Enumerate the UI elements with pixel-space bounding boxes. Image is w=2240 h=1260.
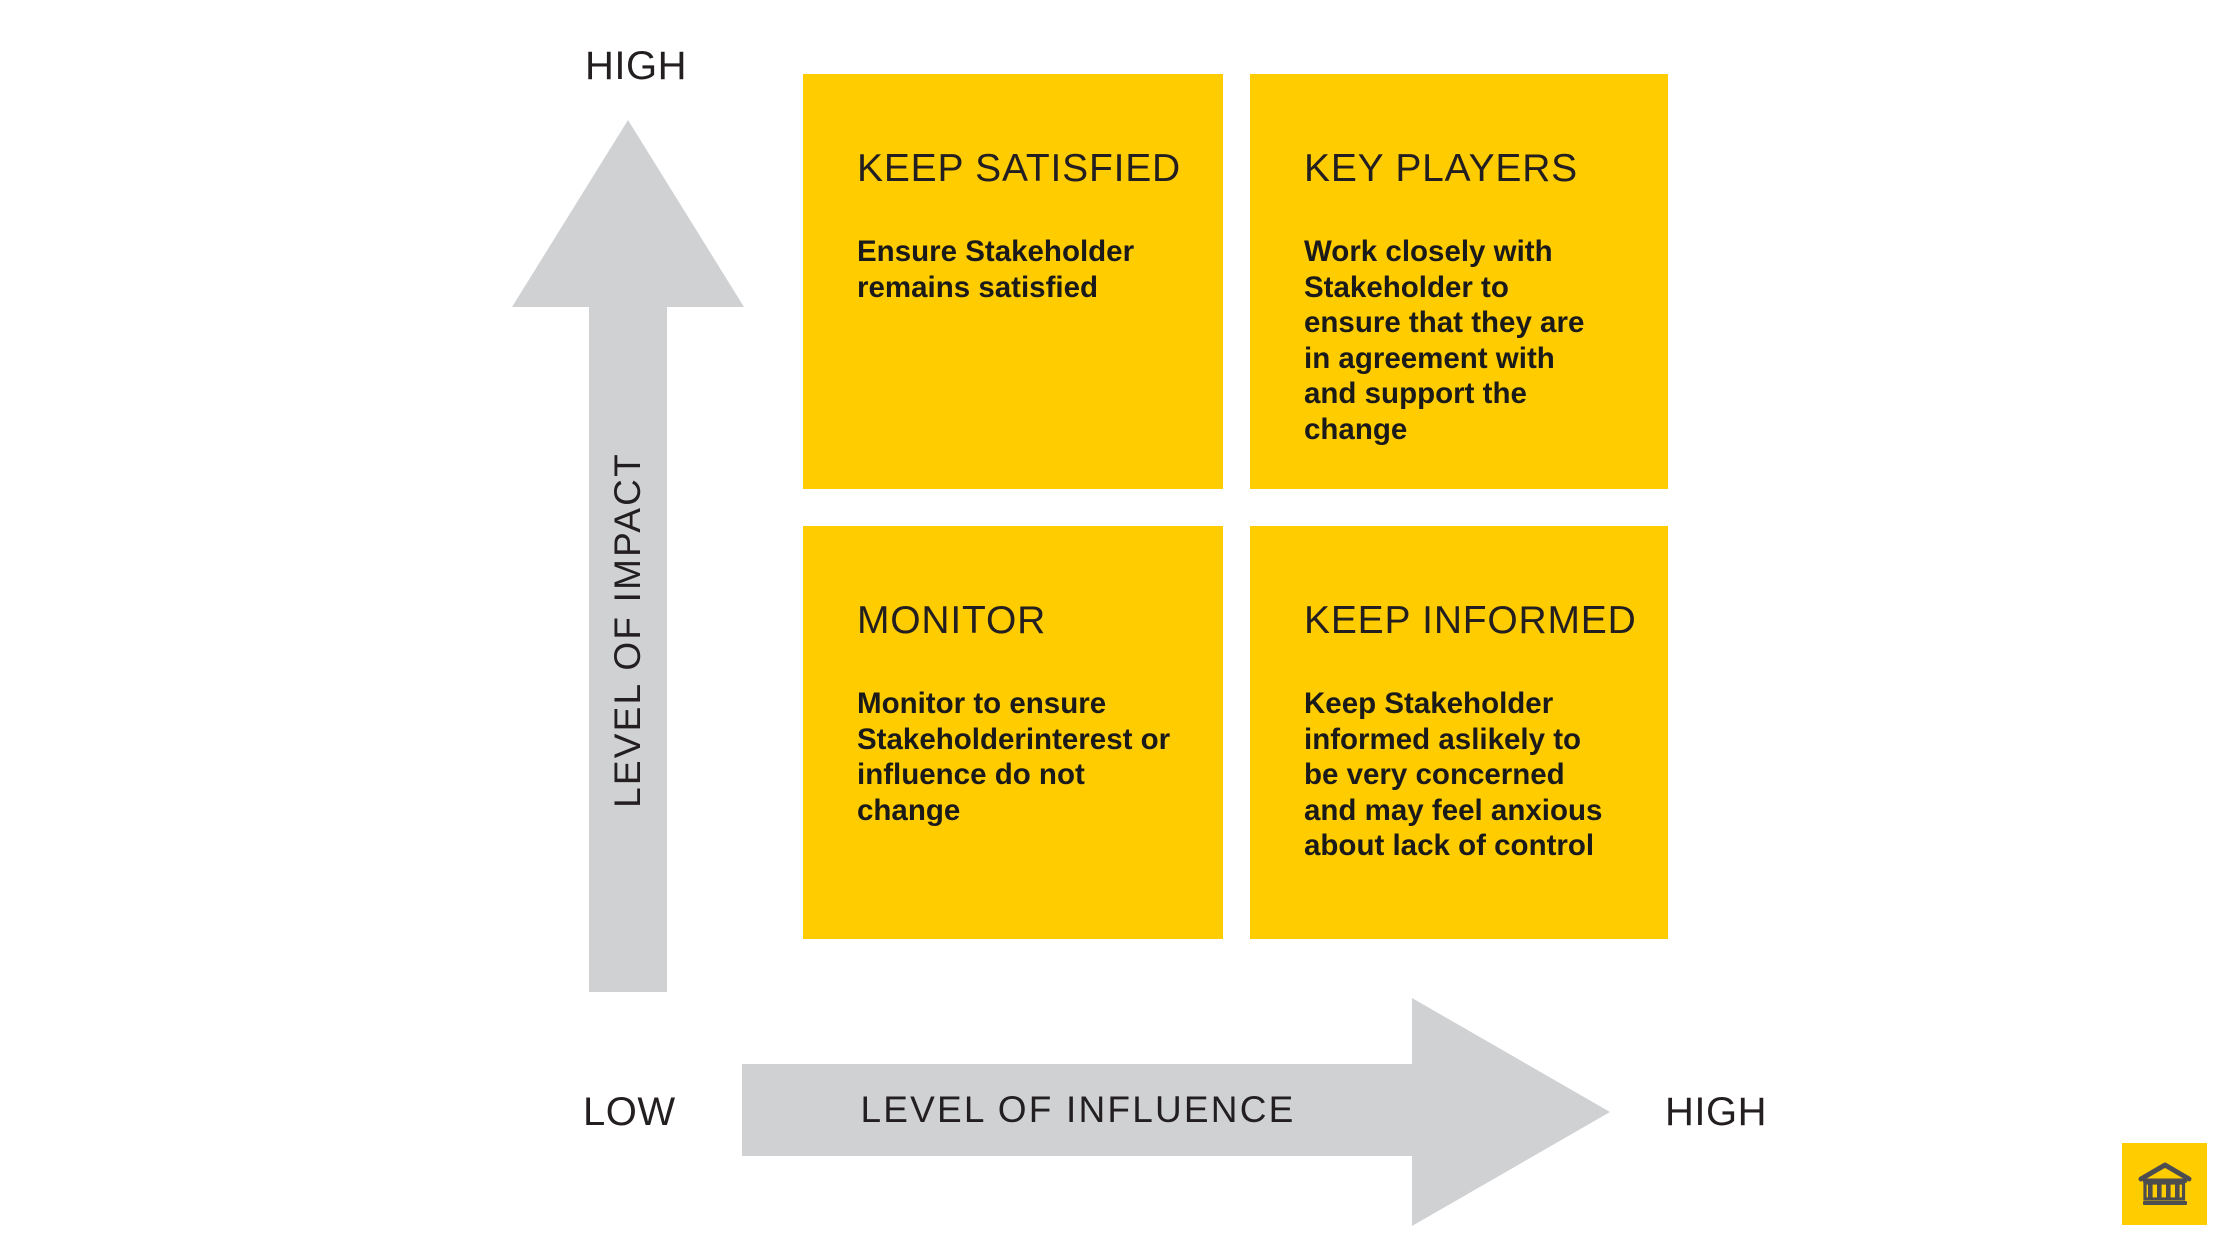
quadrant-monitor[interactable]: MONITOR Monitor to ensure Stakeholderint…: [803, 526, 1223, 939]
quadrant-keep-informed[interactable]: KEEP INFORMED Keep Stakeholder informed …: [1250, 526, 1668, 939]
quadrant-title: KEEP SATISFIED: [857, 147, 1182, 190]
quadrant-description: Work closely with Stakeholder to ensure …: [1304, 235, 1585, 446]
vertical-axis-high-label: HIGH: [585, 44, 687, 88]
quadrant-description: Ensure Stakeholder remains satisfied: [857, 235, 1135, 304]
quadrant-keep-satisfied[interactable]: KEEP SATISFIED Ensure Stakeholder remain…: [803, 74, 1223, 489]
horizontal-axis-low-label: LOW: [583, 1090, 676, 1134]
up-arrow-icon: [512, 120, 744, 992]
quadrant-key-players[interactable]: KEY PLAYERS Work closely with Stakeholde…: [1250, 74, 1668, 489]
right-arrow-icon: [742, 998, 1610, 1226]
quadrant-description: Keep Stakeholder informed aslikely to be…: [1304, 687, 1603, 862]
quadrant-title: KEY PLAYERS: [1304, 147, 1578, 190]
quadrant-description: Monitor to ensure Stakeholderinterest or…: [857, 687, 1171, 827]
logo-badge[interactable]: [2122, 1143, 2207, 1225]
bank-building-icon: [2136, 1159, 2194, 1209]
quadrant-title: MONITOR: [857, 599, 1047, 642]
horizontal-axis-high-label: HIGH: [1665, 1090, 1767, 1134]
quadrant-title: KEEP INFORMED: [1304, 599, 1637, 642]
